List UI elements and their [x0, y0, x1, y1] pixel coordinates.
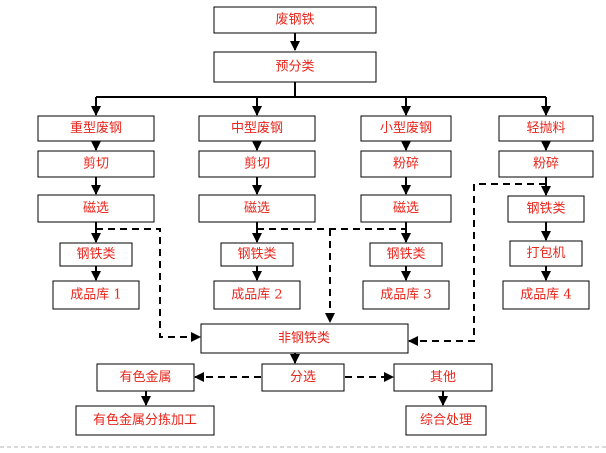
node-heavy: 重型废钢	[37, 115, 155, 142]
svg-text:分选: 分选	[290, 370, 316, 385]
node-medium: 中型废钢	[198, 115, 316, 142]
node-baler: 打包机	[509, 240, 583, 267]
svg-text:磁选: 磁选	[393, 201, 419, 216]
node-nonferrous: 非钢铁类	[200, 323, 409, 354]
edge-crush4-nonferrous	[408, 183, 546, 346]
node-nfprocess: 有色金属分拣加工	[75, 405, 215, 436]
node-other: 其他	[393, 363, 493, 392]
svg-text:打包机: 打包机	[526, 246, 565, 261]
svg-text:重型废钢: 重型废钢	[70, 120, 122, 136]
node-ferrous1: 钢铁类	[59, 242, 133, 267]
svg-text:成品库 1: 成品库 1	[70, 287, 121, 303]
svg-text:非钢铁类: 非钢铁类	[278, 331, 330, 346]
node-small: 小型废钢	[360, 115, 452, 142]
svg-text:钢铁类: 钢铁类	[237, 247, 276, 262]
node-sorting: 分选	[261, 363, 345, 392]
node-presort: 预分类	[213, 51, 377, 83]
node-ferrous4: 钢铁类	[507, 195, 585, 223]
svg-text:磁选: 磁选	[244, 201, 270, 216]
nodes: 废钢铁 预分类 重型废钢 中型废钢 小型废钢 轻抛料 剪切 剪切 粉碎 粉碎 磁…	[37, 6, 594, 436]
svg-text:钢铁类: 钢铁类	[76, 247, 115, 262]
svg-text:中型废钢: 中型废钢	[231, 120, 283, 136]
node-light: 轻抛料	[498, 115, 594, 142]
node-scrap: 废钢铁	[213, 6, 377, 34]
node-store2: 成品库 2	[213, 280, 301, 310]
node-store3: 成品库 3	[362, 280, 450, 310]
svg-text:钢铁类: 钢铁类	[386, 247, 425, 262]
edge-presort-bus	[96, 82, 546, 98]
node-ferrous3: 钢铁类	[369, 242, 443, 267]
svg-text:有色金属: 有色金属	[119, 369, 171, 385]
node-mag3: 磁选	[360, 194, 452, 223]
node-store4: 成品库 4	[502, 280, 590, 310]
svg-text:粉碎: 粉碎	[393, 157, 419, 172]
node-shear2: 剪切	[198, 150, 316, 178]
connectors	[91, 33, 551, 406]
svg-text:成品库 4: 成品库 4	[520, 287, 571, 303]
svg-text:成品库 2: 成品库 2	[231, 287, 282, 303]
svg-text:废钢铁: 废钢铁	[275, 12, 314, 28]
node-shear1: 剪切	[37, 150, 155, 178]
node-mag2: 磁选	[198, 194, 316, 223]
svg-text:磁选: 磁选	[83, 201, 109, 216]
svg-text:其他: 其他	[430, 370, 456, 385]
svg-text:有色金属分拣加工: 有色金属分拣加工	[93, 412, 197, 428]
svg-text:剪切: 剪切	[83, 156, 109, 172]
svg-text:钢铁类: 钢铁类	[526, 202, 565, 217]
svg-text:粉碎: 粉碎	[533, 157, 559, 172]
svg-text:成品库 3: 成品库 3	[380, 287, 431, 303]
svg-text:预分类: 预分类	[275, 60, 314, 75]
node-store1: 成品库 1	[52, 280, 140, 310]
node-crush3: 粉碎	[360, 150, 452, 178]
node-mag1: 磁选	[37, 194, 155, 223]
node-ferrous2: 钢铁类	[220, 242, 294, 267]
svg-text:综合处理: 综合处理	[420, 413, 472, 428]
svg-text:剪切: 剪切	[244, 156, 270, 172]
svg-text:小型废钢: 小型废钢	[380, 120, 432, 136]
edge-mag1-nonferrous	[96, 228, 201, 342]
svg-text:轻抛料: 轻抛料	[526, 121, 565, 136]
node-crush4: 粉碎	[498, 150, 594, 178]
node-nfmetal: 有色金属	[96, 363, 195, 392]
node-disposal: 综合处理	[405, 405, 487, 436]
